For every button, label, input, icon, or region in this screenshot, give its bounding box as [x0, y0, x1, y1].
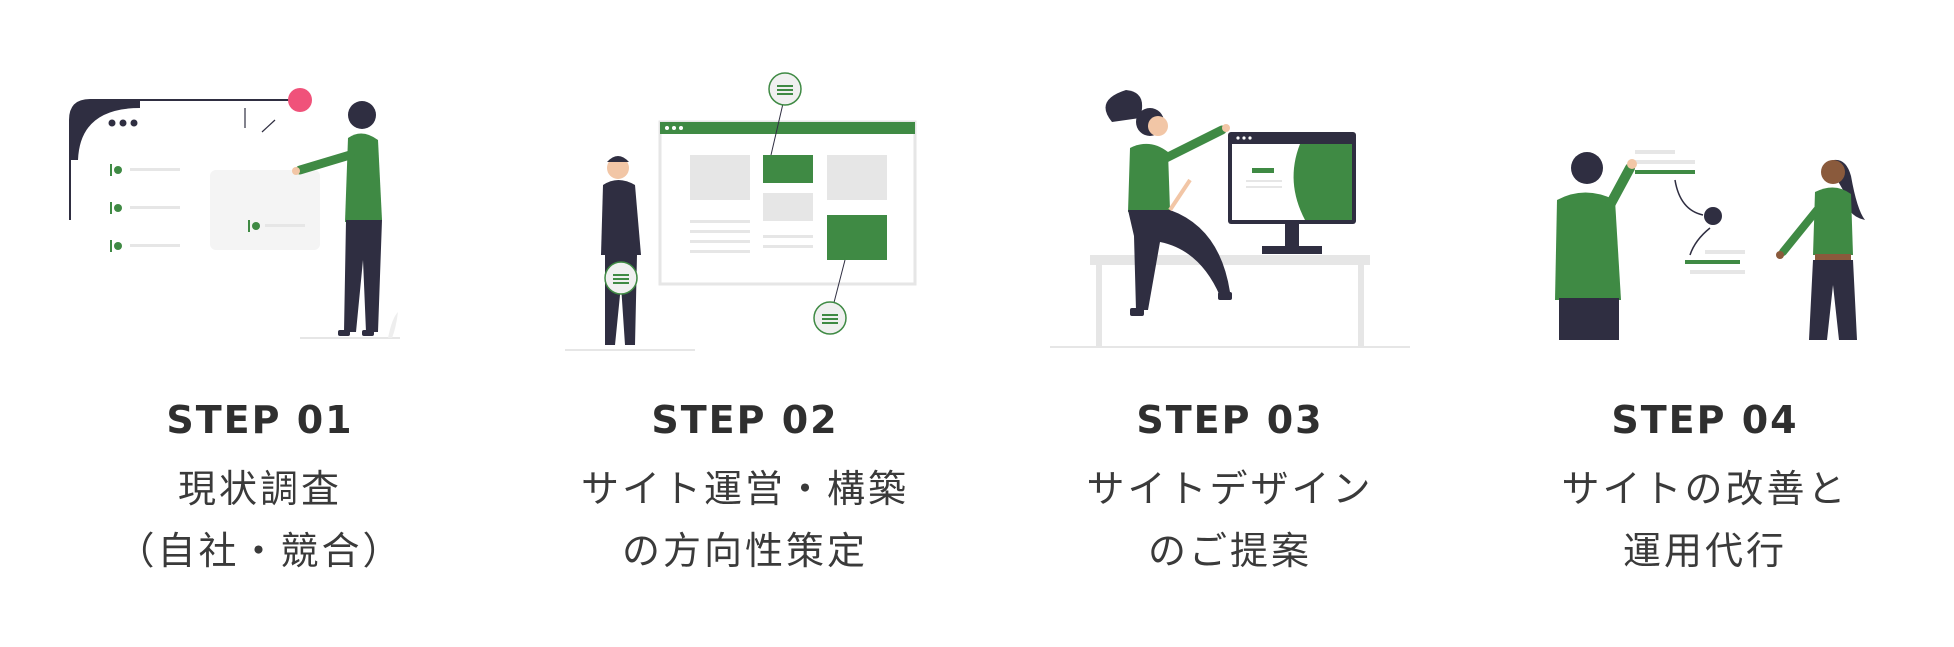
two-people-workflow-illustration: [1555, 150, 1865, 340]
step-label: STEP 01: [166, 398, 354, 442]
step-title-line: サイト運営・構築: [580, 467, 909, 511]
woman-presenting-list-illustration: [69, 88, 400, 339]
step-title-line: （自社・競合）: [116, 529, 404, 573]
step-title-line: サイトデザイン: [1086, 467, 1374, 511]
step-title-line: サイトの改善と: [1561, 467, 1849, 511]
step-title-line: 運用代行: [1622, 529, 1787, 573]
step-title: 現状調査 （自社・競合）: [20, 458, 500, 582]
step-title-line: のご提案: [1147, 529, 1312, 573]
step-01: STEP 01 現状調査 （自社・競合）: [20, 0, 500, 647]
step-title-line: の方向性策定: [621, 529, 868, 573]
woman-sitting-at-monitor-illustration: [1050, 90, 1410, 348]
step-title: サイト運営・構築 の方向性策定: [505, 458, 985, 582]
step-title-line: 現状調査: [177, 467, 342, 511]
step-04: STEP 04 サイトの改善と 運用代行: [1465, 0, 1945, 647]
step-label: STEP 04: [1611, 398, 1799, 442]
step-title: サイトデザイン のご提案: [990, 458, 1470, 582]
man-with-website-wireframe-illustration: [565, 72, 917, 351]
step-label: STEP 03: [1136, 398, 1324, 442]
step-title: サイトの改善と 運用代行: [1465, 458, 1945, 582]
step-02: STEP 02 サイト運営・構築 の方向性策定: [505, 0, 985, 647]
step-label: STEP 02: [651, 398, 839, 442]
step-03: STEP 03 サイトデザイン のご提案: [990, 0, 1470, 647]
